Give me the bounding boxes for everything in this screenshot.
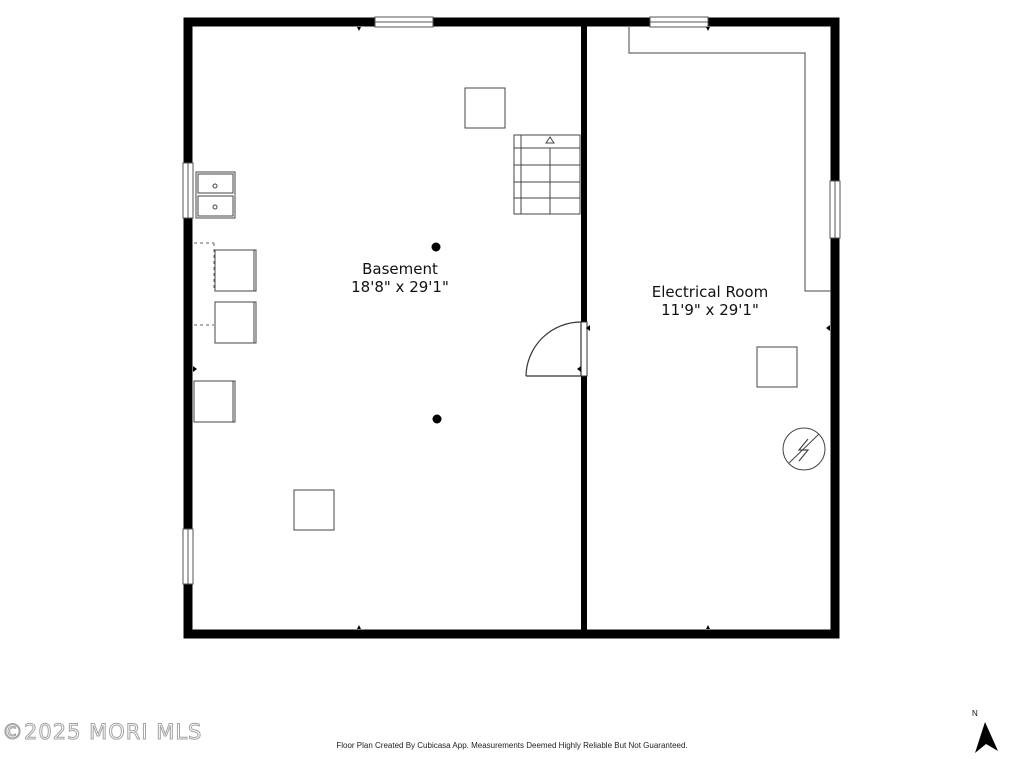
electrical-panel-icon: [782, 427, 826, 471]
electrical-room-partition: [628, 27, 831, 292]
fixture-square-bottom: [293, 489, 335, 531]
utility-sink: [195, 171, 236, 219]
room-label-electrical: Electrical Room 11'9" x 29'1": [630, 283, 790, 319]
window-left-lower: [182, 528, 194, 585]
dryer: [214, 249, 257, 292]
window-right: [829, 180, 841, 239]
room-dimensions: 11'9" x 29'1": [661, 301, 759, 319]
compass-label: N: [972, 709, 978, 718]
room-name: Basement: [362, 260, 438, 278]
window-top-basement: [374, 16, 434, 28]
room-name: Electrical Room: [651, 283, 769, 301]
appliance-vent-lines: [194, 242, 215, 326]
door-basement-electrical: [525, 321, 588, 377]
north-arrow-icon: [975, 722, 998, 753]
room-label-basement: Basement 18'8" x 29'1": [330, 260, 470, 296]
wall-markers: [193, 27, 830, 629]
support-post: [432, 414, 442, 424]
washer: [214, 301, 257, 344]
window-top-electrical: [649, 16, 709, 28]
staircase: [513, 134, 581, 215]
disclaimer-text: Floor Plan Created By Cubicasa App. Meas…: [336, 741, 688, 750]
exterior-wall: [183, 17, 840, 639]
window-left-upper: [182, 162, 194, 219]
support-post: [431, 242, 441, 252]
wall-cabinet: [193, 380, 236, 423]
fixture-square-electrical: [756, 346, 798, 388]
fixture-square-top: [464, 87, 506, 129]
watermark: ©2025 MORI MLS: [1, 720, 203, 745]
room-dimensions: 18'8" x 29'1": [351, 278, 449, 296]
